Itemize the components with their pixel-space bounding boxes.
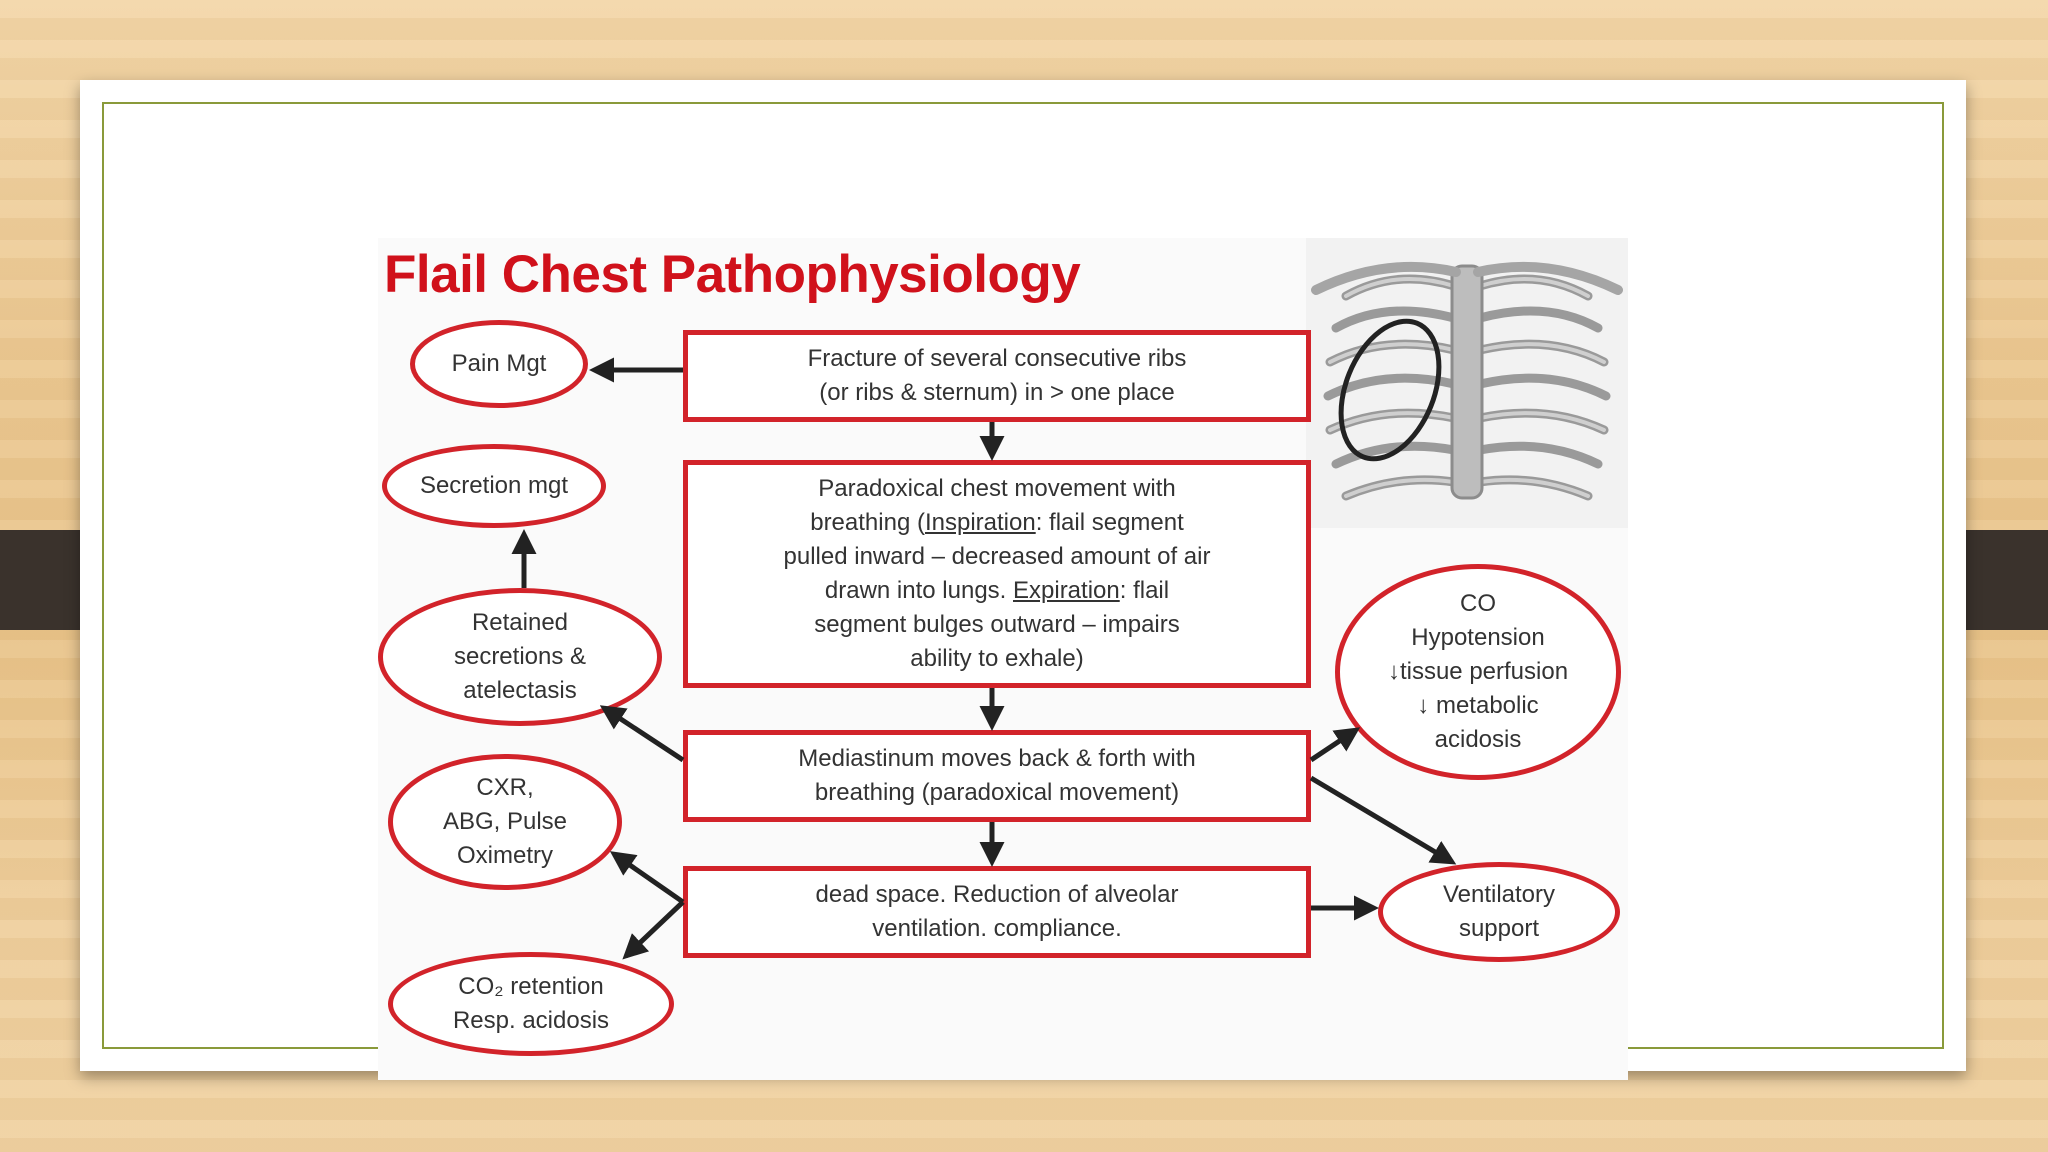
- oval-cxr-text: CXR, ABG, Pulse Oximetry: [442, 774, 568, 869]
- arrow-mediastinum-to-co: [1309, 727, 1361, 763]
- box-mediastinum: Mediastinum moves back & forth with brea…: [683, 730, 1311, 822]
- paradoxical-line-4-post: : flail: [1119, 577, 1170, 604]
- arrow-deadspace-to-cxr: [609, 851, 685, 905]
- paradoxical-line-2-post: : flail segment: [1035, 509, 1184, 536]
- flail-chest-diagram: Flail Chest Pathophysiology: [378, 238, 1628, 1080]
- oval-pain-mgt: Pain Mgt: [410, 320, 588, 408]
- paradoxical-line-3: pulled inward – decreased amount of air: [783, 543, 1211, 570]
- paradoxical-line-2: breathing (Inspiration: flail segment: [784, 506, 1211, 540]
- oval-retained-text: Retained secretions & atelectasis: [453, 609, 587, 704]
- oval-ventilatory-support: Ventilatory support: [1378, 862, 1620, 962]
- box-dead-space-text: dead space. Reduction of alveolar ventil…: [815, 881, 1179, 942]
- paradoxical-line-1: Paradoxical chest movement with: [818, 475, 1176, 502]
- ribcage-illustration: [1306, 238, 1628, 528]
- oval-retained-secretions: Retained secretions & atelectasis: [378, 588, 662, 726]
- arrow-mediastinum-to-ventilatory: [1309, 775, 1457, 865]
- box-paradoxical-movement: Paradoxical chest movement with breathin…: [683, 460, 1311, 688]
- box-paradoxical-text: Paradoxical chest movement with breathin…: [784, 472, 1211, 676]
- paradoxical-line-4: drawn into lungs. Expiration: flail: [784, 574, 1211, 608]
- arrow-mediastinum-to-retained: [599, 705, 685, 763]
- oval-secretion-text: Secretion mgt: [419, 472, 569, 499]
- oval-co-hypotension: CO Hypotension ↓tissue perfusion ↓ metab…: [1335, 564, 1621, 780]
- arrow-deadspace-to-co2: [622, 900, 685, 960]
- oval-pain-text: Pain Mgt: [451, 350, 547, 377]
- oval-cxr-abg: CXR, ABG, Pulse Oximetry: [388, 754, 622, 890]
- oval-ventilatory-text: Ventilatory support: [1442, 881, 1556, 942]
- slide: Flail Chest Pathophysiology: [80, 80, 1966, 1080]
- expiration-label: Expiration: [1013, 577, 1120, 604]
- diagram-title: Flail Chest Pathophysiology: [384, 245, 1081, 304]
- box-mediastinum-text: Mediastinum moves back & forth with brea…: [798, 745, 1196, 806]
- paradoxical-line-5: segment bulges outward – impairs: [814, 611, 1180, 638]
- oval-co-text: CO Hypotension ↓tissue perfusion ↓ metab…: [1387, 590, 1569, 753]
- paradoxical-line-2-pre: breathing (: [810, 509, 925, 536]
- paradoxical-line-4-pre: drawn into lungs.: [824, 577, 1013, 604]
- box-fracture: Fracture of several consecutive ribs (or…: [683, 330, 1311, 422]
- oval-co2-text: CO₂ retention Resp. acidosis: [452, 973, 610, 1034]
- box-dead-space: dead space. Reduction of alveolar ventil…: [683, 866, 1311, 958]
- inspiration-label: Inspiration: [924, 509, 1036, 536]
- oval-co2-retention: CO₂ retention Resp. acidosis: [388, 952, 674, 1056]
- box-fracture-text: Fracture of several consecutive ribs (or…: [807, 345, 1187, 406]
- paradoxical-line-6: ability to exhale): [910, 645, 1084, 672]
- oval-secretion-mgt: Secretion mgt: [382, 444, 606, 528]
